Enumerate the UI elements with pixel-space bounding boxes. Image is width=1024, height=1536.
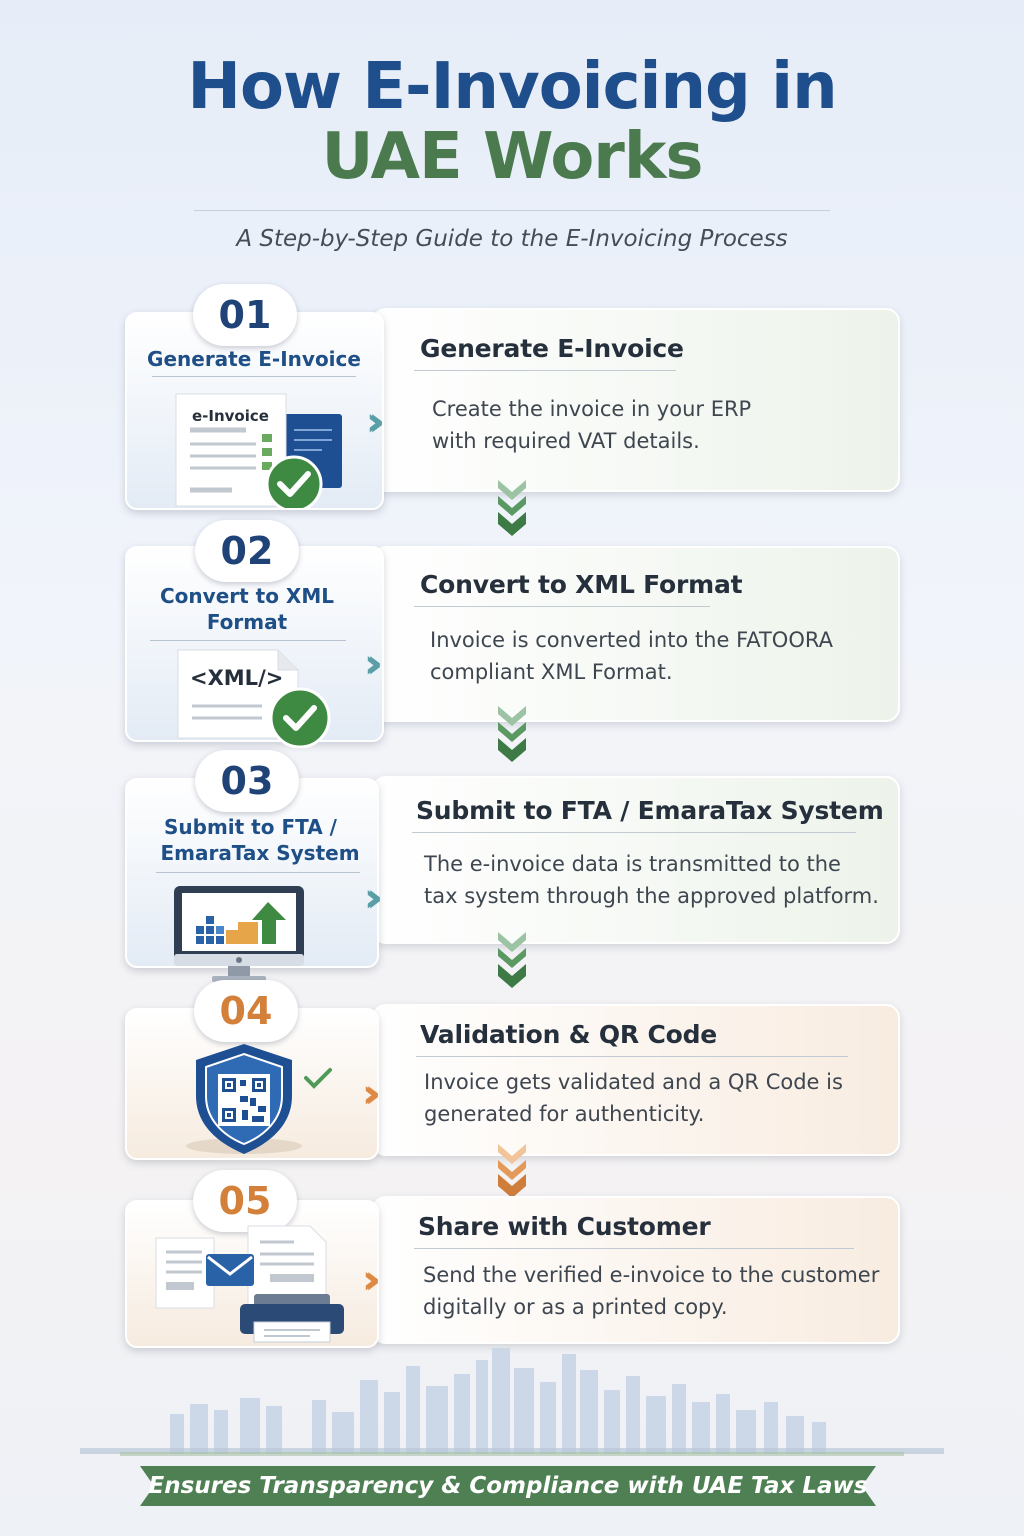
step-3-short-title-line-1: Submit to FTA / bbox=[164, 815, 337, 839]
step-4-description: Invoice gets validated and a QR Code is … bbox=[424, 1066, 843, 1130]
step-2-description-line-2: compliant XML Format. bbox=[430, 660, 673, 684]
step-3: 03 Submit to FTA / EmaraTax System ›› Su… bbox=[0, 750, 1024, 982]
step-4-detail-card bbox=[372, 1004, 900, 1156]
step-5-detail-card bbox=[372, 1196, 900, 1344]
step-5-description: Send the verified e-invoice to the custo… bbox=[423, 1259, 879, 1323]
step-1-icon-label: e-Invoice bbox=[192, 407, 269, 425]
step-4: 04 ›› Validation & QR Code Inv bbox=[0, 980, 1024, 1164]
step-3-short-title-line-2: EmaraTax System bbox=[160, 841, 360, 865]
step-1-arrow-icon: ›› bbox=[366, 399, 385, 445]
step-2-short-title-rule bbox=[150, 640, 346, 641]
title-line-1: How E-Invoicing in bbox=[187, 50, 837, 124]
step-5-arrow-icon: ›› bbox=[362, 1257, 381, 1303]
step-1-down-arrow-icon bbox=[495, 478, 529, 538]
step-1: 01 Generate E-Invoice e-Invoice ›› Gener… bbox=[0, 284, 1024, 513]
step-2-down-arrow-icon bbox=[495, 704, 529, 764]
step-3-number-badge: 03 bbox=[195, 750, 299, 812]
shield-qr-code-icon bbox=[180, 1040, 340, 1158]
step-2-short-title: Convert to XML Format bbox=[132, 583, 362, 635]
step-3-down-arrow-icon bbox=[495, 930, 529, 990]
step-5-description-line-2: digitally or as a printed copy. bbox=[423, 1295, 728, 1319]
step-3-short-title: Submit to FTA / EmaraTax System bbox=[140, 814, 380, 866]
step-4-arrow-icon: ›› bbox=[362, 1071, 381, 1117]
step-4-title: Validation & QR Code bbox=[420, 1020, 718, 1049]
step-1-title-rule bbox=[414, 370, 676, 371]
step-5: 05 ›› Share with Customer Send the verif… bbox=[0, 1170, 1024, 1348]
step-4-down-arrow-icon bbox=[495, 1142, 529, 1200]
step-1-description-line-1: Create the invoice in your ERP bbox=[432, 397, 752, 421]
step-2-icon-label: <XML/> bbox=[190, 666, 284, 690]
step-3-detail-card bbox=[372, 776, 900, 944]
xml-document-check-icon: <XML/> bbox=[176, 648, 340, 749]
step-2-detail-card bbox=[372, 546, 900, 722]
step-4-description-line-2: generated for authenticity. bbox=[424, 1102, 705, 1126]
step-1-short-title: Generate E-Invoice bbox=[147, 347, 361, 371]
title-line-2: UAE Works bbox=[321, 120, 703, 194]
step-2: 02 Convert to XML Format <XML/> ›› Conve… bbox=[0, 520, 1024, 749]
step-1-description: Create the invoice in your ERP with requ… bbox=[432, 393, 751, 457]
step-3-description-line-2: tax system through the approved platform… bbox=[424, 884, 879, 908]
title-divider bbox=[194, 210, 830, 211]
footer-tagline: Ensures Transparency & Compliance with U… bbox=[148, 1473, 868, 1499]
step-4-title-rule bbox=[416, 1056, 848, 1057]
step-1-detail-card bbox=[372, 308, 900, 492]
step-5-title-rule bbox=[414, 1248, 854, 1249]
step-3-description: The e-invoice data is transmitted to the… bbox=[424, 848, 879, 912]
step-3-title-rule bbox=[412, 832, 856, 833]
step-5-title: Share with Customer bbox=[418, 1212, 711, 1241]
step-2-number-badge: 02 bbox=[195, 520, 299, 582]
email-printer-documents-icon bbox=[154, 1224, 354, 1346]
step-1-title: Generate E-Invoice bbox=[420, 334, 684, 363]
step-3-description-line-1: The e-invoice data is transmitted to the bbox=[424, 852, 841, 876]
step-5-number-badge: 05 bbox=[193, 1170, 297, 1232]
step-2-description: Invoice is converted into the FATOORA co… bbox=[430, 624, 833, 688]
step-4-number-badge: 04 bbox=[194, 980, 298, 1042]
step-3-short-title-rule bbox=[156, 872, 360, 873]
step-2-title-rule bbox=[414, 606, 710, 607]
monitor-upload-icon bbox=[172, 884, 308, 984]
step-2-description-line-1: Invoice is converted into the FATOORA bbox=[430, 628, 833, 652]
city-skyline-illustration bbox=[80, 1340, 944, 1460]
step-2-arrow-icon: ›› bbox=[364, 641, 383, 687]
page-subtitle: A Step-by-Step Guide to the E-Invoicing … bbox=[236, 226, 788, 252]
step-2-short-title-line-2: Format bbox=[206, 610, 288, 634]
step-2-title: Convert to XML Format bbox=[420, 570, 743, 599]
step-4-description-line-1: Invoice gets validated and a QR Code is bbox=[424, 1070, 843, 1094]
e-invoice-document-check-icon: e-Invoice bbox=[172, 390, 352, 513]
step-2-short-title-line-1: Convert to XML bbox=[160, 584, 334, 608]
footer-ribbon bbox=[140, 1466, 876, 1506]
page-title: How E-Invoicing in UAE Works bbox=[0, 52, 1024, 192]
step-3-title: Submit to FTA / EmaraTax System bbox=[416, 796, 884, 825]
step-5-description-line-1: Send the verified e-invoice to the custo… bbox=[423, 1263, 880, 1287]
step-1-short-title-rule bbox=[152, 376, 356, 377]
step-1-number-badge: 01 bbox=[193, 284, 297, 346]
step-1-description-line-2: with required VAT details. bbox=[432, 429, 700, 453]
step-3-arrow-icon: ›› bbox=[364, 875, 383, 921]
